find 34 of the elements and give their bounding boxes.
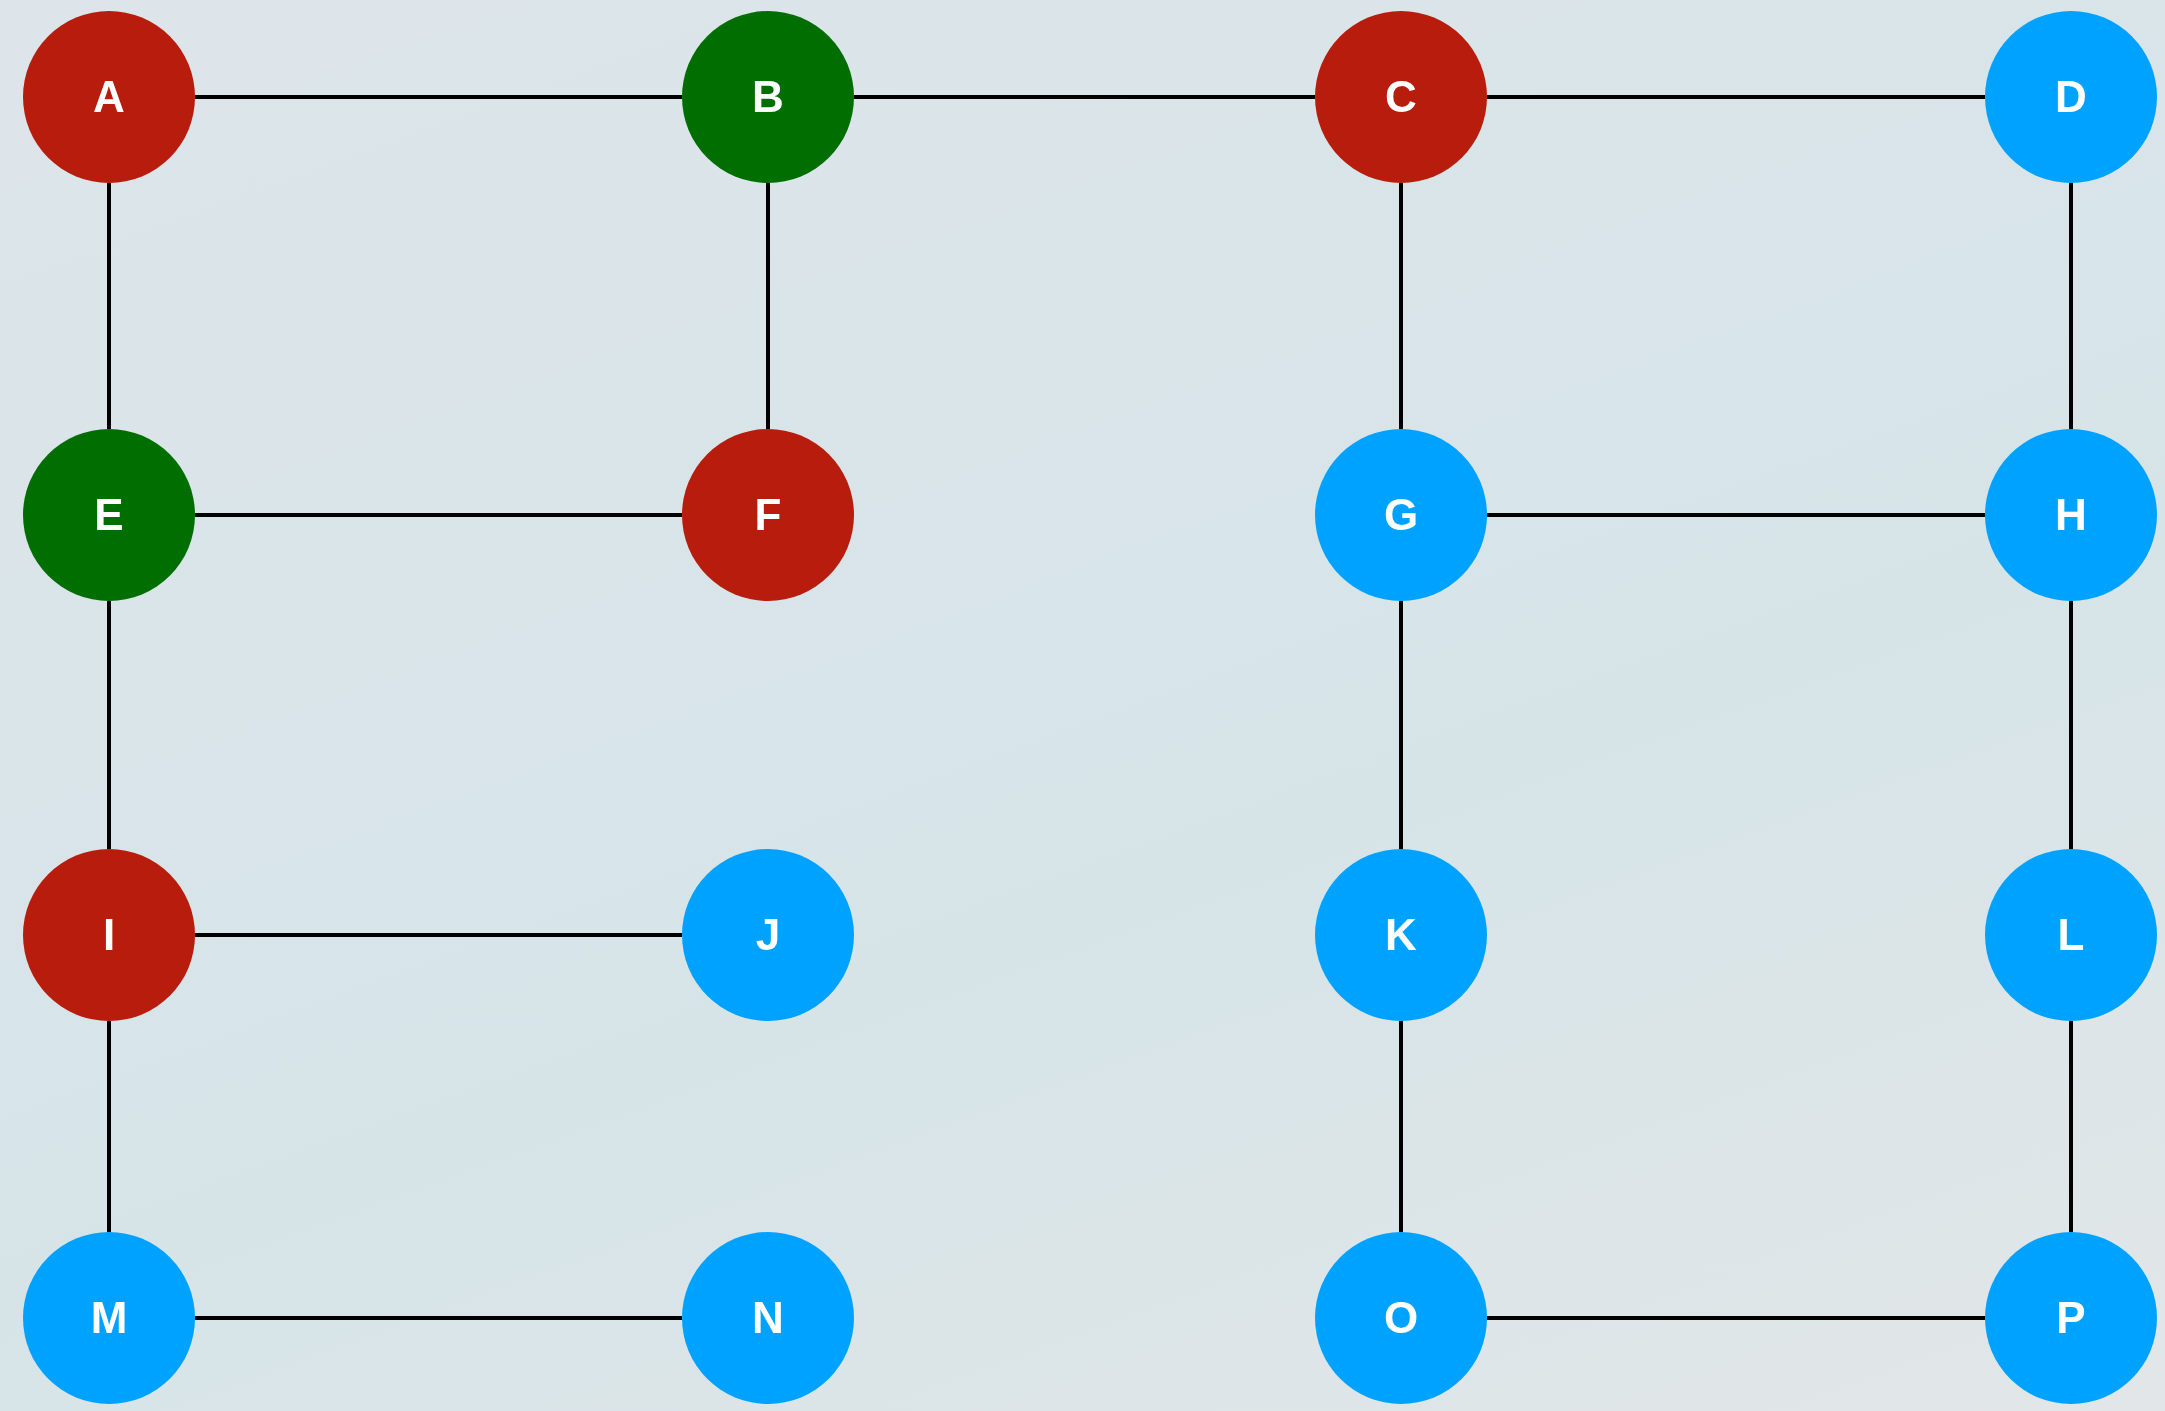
connector-line (2069, 601, 2073, 849)
node-label: E (94, 490, 124, 540)
node-label: C (1385, 72, 1417, 122)
connector-line (1399, 601, 1403, 849)
connector-line (1487, 1316, 1985, 1320)
connector-line (2069, 1021, 2073, 1232)
connector-line (195, 1316, 682, 1320)
node-label: M (90, 1293, 128, 1343)
connector-line (107, 183, 111, 429)
connector-line (1399, 183, 1403, 429)
connector-line (107, 601, 111, 849)
node-label: B (752, 72, 784, 122)
node-label: I (102, 910, 116, 960)
node-label: P (2056, 1293, 2086, 1343)
connector-line (1399, 1021, 1403, 1232)
node-label: O (1383, 1293, 1419, 1343)
connector-line (107, 1021, 111, 1232)
connector-line (1487, 513, 1985, 517)
connector-line (195, 513, 682, 517)
node-label: N (752, 1293, 784, 1343)
node-label: G (1383, 490, 1419, 540)
connector-line (1487, 95, 1985, 99)
connector-line (2069, 183, 2073, 429)
connector-line (766, 183, 770, 429)
node-label: F (754, 490, 782, 540)
connector-line (195, 95, 682, 99)
node-label: A (93, 72, 125, 122)
node-label: J (755, 910, 781, 960)
connector-line (195, 933, 682, 937)
node-label: L (2057, 910, 2085, 960)
node-label: H (2055, 490, 2087, 540)
connector-line (854, 95, 1315, 99)
node-label: D (2055, 72, 2087, 122)
node-label: K (1385, 910, 1417, 960)
